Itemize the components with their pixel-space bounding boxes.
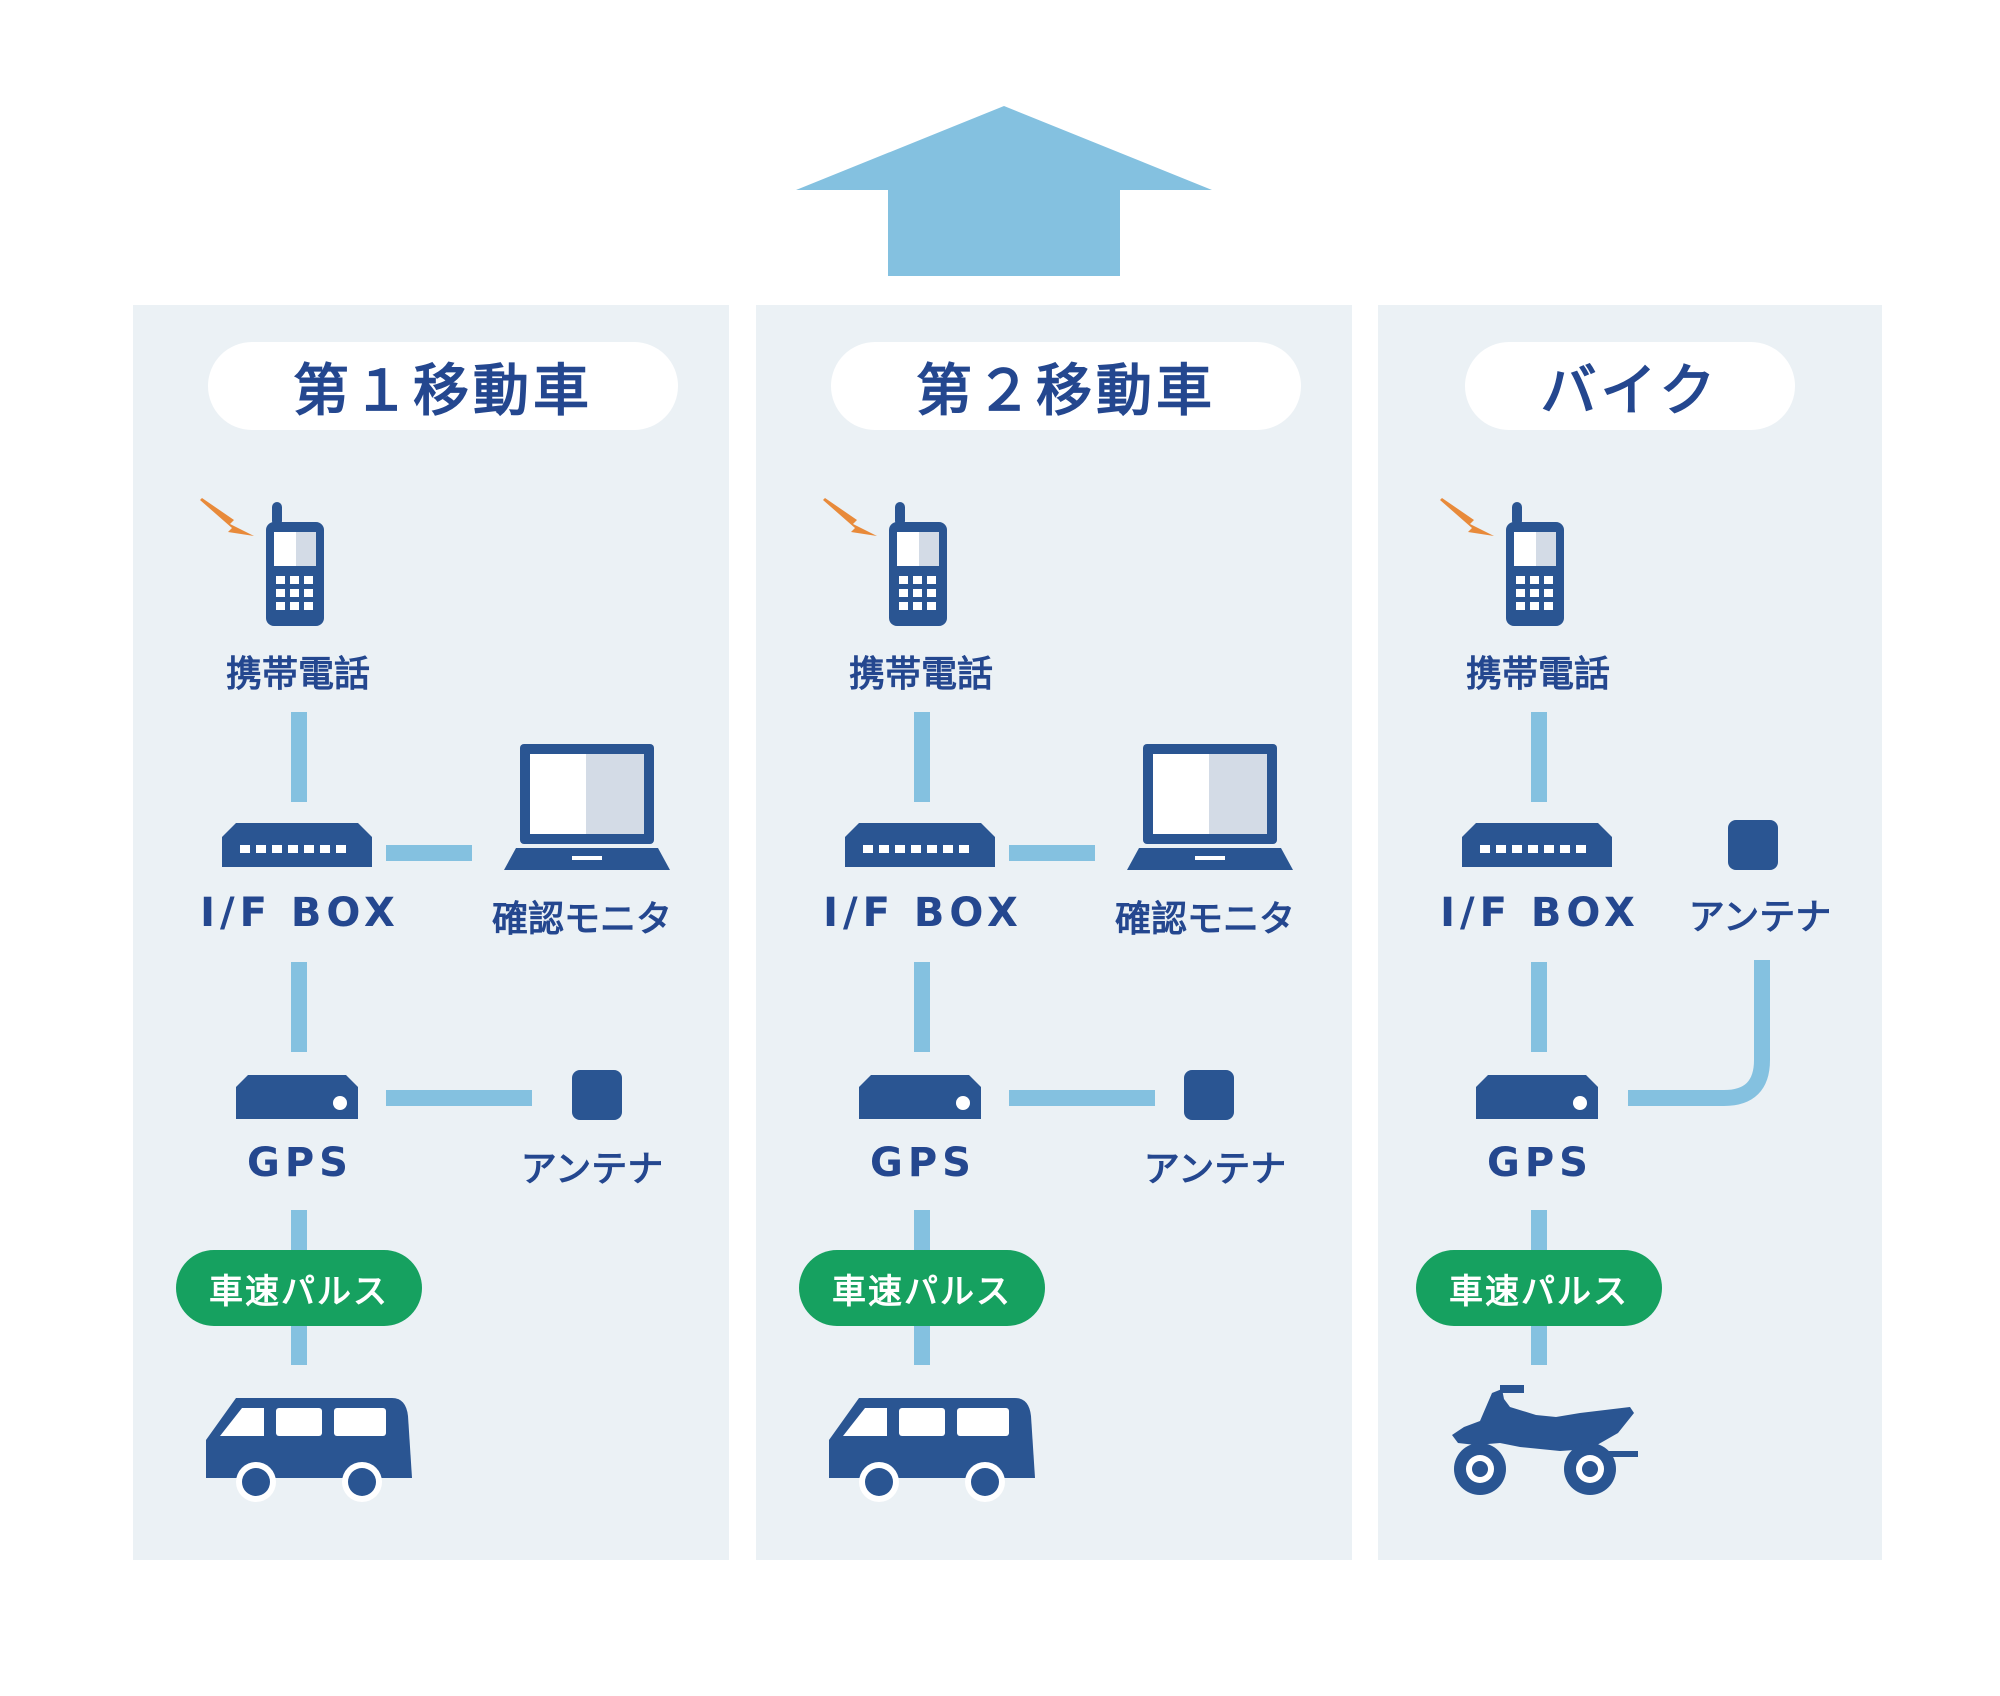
- panel-vehicle-2: [756, 305, 1352, 1560]
- ifbox-monitor-connector: [1009, 845, 1095, 861]
- phone-label: 携帯電話: [1465, 654, 1610, 695]
- van-icon: [829, 1398, 1035, 1502]
- ifbox-label: I/F BOX: [823, 890, 1023, 936]
- antenna-icon: [1728, 820, 1778, 870]
- monitor-label: 確認モニタ: [491, 899, 672, 940]
- speed-pulse-badge: 車速パルス: [1416, 1250, 1662, 1326]
- antenna-label: アンテナ: [520, 1149, 664, 1190]
- interface-box-icon: [1462, 823, 1612, 867]
- gps-label: GPS: [247, 1140, 353, 1186]
- panel-2-title: 第２移動車: [831, 342, 1301, 430]
- mobile-phone-icon: [200, 498, 324, 626]
- up-arrow-icon: [796, 106, 1212, 276]
- laptop-icon: [1127, 744, 1293, 870]
- interface-box-icon: [222, 823, 372, 867]
- panel-3-title: バイク: [1465, 342, 1795, 430]
- gps-label: GPS: [870, 1140, 976, 1186]
- ifbox-label: I/F BOX: [1440, 890, 1640, 936]
- gps-unit-icon: [236, 1075, 358, 1119]
- gps-antenna-connector: [1009, 1090, 1155, 1106]
- phone-ifbox-connector: [1531, 712, 1547, 802]
- ifbox-gps-connector: [914, 962, 930, 1052]
- speed-pulse-badge: 車速パルス: [799, 1250, 1045, 1326]
- phone-ifbox-connector: [914, 712, 930, 802]
- gps-antenna-connector: [386, 1090, 532, 1106]
- ifbox-monitor-connector: [386, 845, 472, 861]
- mobile-phone-icon: [1440, 498, 1564, 626]
- monitor-label: 確認モニタ: [1114, 899, 1295, 940]
- gps-unit-icon: [1476, 1075, 1598, 1119]
- gps-unit-icon: [859, 1075, 981, 1119]
- mobile-phone-icon: [823, 498, 947, 626]
- phone-ifbox-connector: [291, 712, 307, 802]
- phone-label: 携帯電話: [848, 654, 993, 695]
- motorcycle-icon: [1452, 1385, 1638, 1495]
- antenna-gps-connector: [1628, 960, 1770, 1106]
- antenna-label: アンテナ: [1143, 1149, 1287, 1190]
- ifbox-label: I/F BOX: [200, 890, 400, 936]
- laptop-icon: [504, 744, 670, 870]
- panel-1-title: 第１移動車: [208, 342, 678, 430]
- gps-label: GPS: [1487, 1140, 1593, 1186]
- ifbox-gps-connector: [291, 962, 307, 1052]
- antenna-icon: [1184, 1070, 1234, 1120]
- panel-vehicle-1: [133, 305, 729, 1560]
- antenna-label: アンテナ: [1688, 897, 1832, 938]
- interface-box-icon: [845, 823, 995, 867]
- phone-label: 携帯電話: [225, 654, 370, 695]
- van-icon: [206, 1398, 412, 1502]
- ifbox-gps-connector: [1531, 962, 1547, 1052]
- antenna-icon: [572, 1070, 622, 1120]
- speed-pulse-badge: 車速パルス: [176, 1250, 422, 1326]
